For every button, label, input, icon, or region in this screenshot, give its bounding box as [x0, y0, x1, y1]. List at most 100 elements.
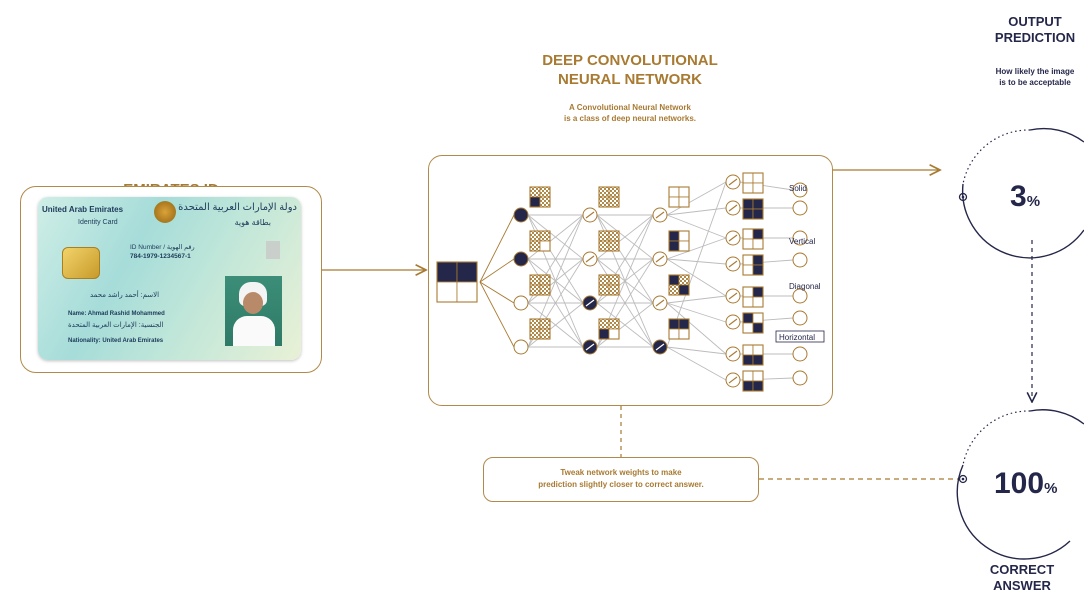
connection-line: [596, 302, 654, 348]
input-image-tile-cell: [436, 261, 458, 283]
output-filter-tile-cell: [752, 370, 764, 382]
neuron-slash: [655, 211, 665, 219]
neuron-empty: [792, 346, 808, 362]
neuron-slash: [728, 292, 738, 300]
holder-photo: [225, 276, 282, 346]
card-id-number: 784-1979-1234567-1: [130, 253, 191, 260]
feature-map-tile-cell: [529, 328, 541, 340]
feature-map-tile-cell: [539, 230, 551, 242]
output-filter-tile-cell: [742, 322, 754, 334]
output-filter-tile-cell: [752, 172, 764, 184]
neuron-slash: [585, 211, 595, 219]
output-circle-dotted: [962, 129, 1031, 185]
output-filter-tile-cell: [742, 370, 754, 382]
feedback-box: [483, 457, 759, 502]
feature-map-tile: [668, 274, 690, 296]
output-filter-tile-cell: [742, 254, 754, 266]
feature-map-tile-cell: [668, 230, 680, 242]
connection-line: [479, 214, 515, 283]
feature-map-tile-cell: [678, 328, 690, 340]
card-type-en: Identity Card: [78, 219, 118, 226]
connection-line: [666, 346, 727, 381]
feature-map-tile-cell: [539, 328, 551, 340]
output-filter-tile-cell: [752, 322, 764, 334]
network-title-line2: NEURAL NETWORK: [558, 71, 702, 88]
feature-map-tile: [529, 318, 551, 340]
output-filter-tile-cell: [742, 296, 754, 308]
connection-line: [666, 302, 727, 323]
output-filter-tile: [742, 344, 764, 366]
feature-map-tile-cell: [668, 196, 680, 208]
output-filter-tile: [742, 198, 764, 220]
output-filter-tile: [742, 312, 764, 334]
output-filter-tile: [742, 254, 764, 276]
output-filter-tile-cell: [742, 312, 754, 324]
output-prediction-value: 3%: [1010, 180, 1040, 214]
feedback-line2: prediction slightly closer to correct an…: [538, 480, 704, 489]
output-filter-tile-cell: [742, 264, 754, 276]
output-filter-tile-cell: [752, 286, 764, 298]
feature-map-tile-cell: [598, 240, 610, 252]
feature-map-tile: [529, 230, 551, 252]
label-solid: Solid: [789, 184, 807, 193]
neuron-slash: [585, 299, 595, 307]
neuron-slash: [585, 255, 595, 263]
neuron-empty: [792, 182, 808, 198]
feature-map-tile: [668, 186, 690, 208]
card-name-en: Name: Ahmad Rashid Mohammed: [68, 311, 165, 317]
output-filter-tile: [742, 370, 764, 392]
connection-line: [666, 237, 727, 260]
output-filter-tile-cell: [742, 286, 754, 298]
connection-line: [666, 214, 727, 239]
neuron-slash: [728, 260, 738, 268]
neuron-empty: [792, 230, 808, 246]
correct-unit: %: [1044, 480, 1058, 497]
feature-map-tile-cell: [539, 284, 551, 296]
network-title-line1: DEEP CONVOLUTIONAL: [542, 52, 718, 69]
neuron-slash: [728, 234, 738, 242]
feature-map-tile-cell: [678, 240, 690, 252]
output-value: 3: [1010, 180, 1027, 213]
output-filter-tile-cell: [742, 208, 754, 220]
correct-label-line1: CORRECT: [989, 562, 1055, 577]
feature-map-tile-cell: [608, 240, 620, 252]
neuron-slash: [728, 350, 738, 358]
neuron-empty: [792, 370, 808, 386]
feature-map-tile-cell: [598, 274, 610, 286]
connection-line: [666, 346, 727, 355]
feature-map-tile: [598, 186, 620, 208]
feature-map-tile-cell: [598, 196, 610, 208]
output-filter-tile-cell: [742, 198, 754, 210]
output-desc-line2: is to be acceptable: [999, 78, 1071, 87]
output-filter-tile-cell: [752, 238, 764, 250]
neuron-slash: [655, 343, 665, 351]
feature-map-tile-cell: [678, 196, 690, 208]
feature-map-tile-cell: [529, 274, 541, 286]
neuron-slash: [728, 318, 738, 326]
feature-map-tile: [598, 318, 620, 340]
network-subtitle-line1: A Convolutional Neural Network: [569, 103, 691, 112]
correct-circle: [956, 409, 1084, 560]
feature-map-tile-cell: [608, 196, 620, 208]
feature-map-tile-cell: [608, 186, 620, 198]
input-image-tile-cell: [436, 281, 458, 303]
feature-map-tile-cell: [608, 318, 620, 330]
output-filter-tile-cell: [742, 182, 754, 194]
feature-map-tile-cell: [678, 274, 690, 286]
id-card-image: United Arab Emirates دولة الإمارات العرب…: [38, 197, 301, 360]
feature-map-tile-cell: [668, 328, 680, 340]
feature-map-tile-cell: [668, 274, 680, 286]
feature-map-tile-cell: [529, 318, 541, 330]
neuron-empty: [792, 288, 808, 304]
output-marker-icon: [958, 192, 968, 202]
card-nationality-ar: الجنسية: الإمارات العربية المتحدة: [68, 322, 164, 329]
output-filter-tile-cell: [752, 344, 764, 356]
feature-map-tile-cell: [539, 186, 551, 198]
output-filter-tile-cell: [742, 380, 754, 392]
output-filter-tile-cell: [752, 228, 764, 240]
neuron-slash: [655, 299, 665, 307]
neuron-empty: [513, 295, 529, 311]
feature-map-tile-cell: [668, 318, 680, 330]
